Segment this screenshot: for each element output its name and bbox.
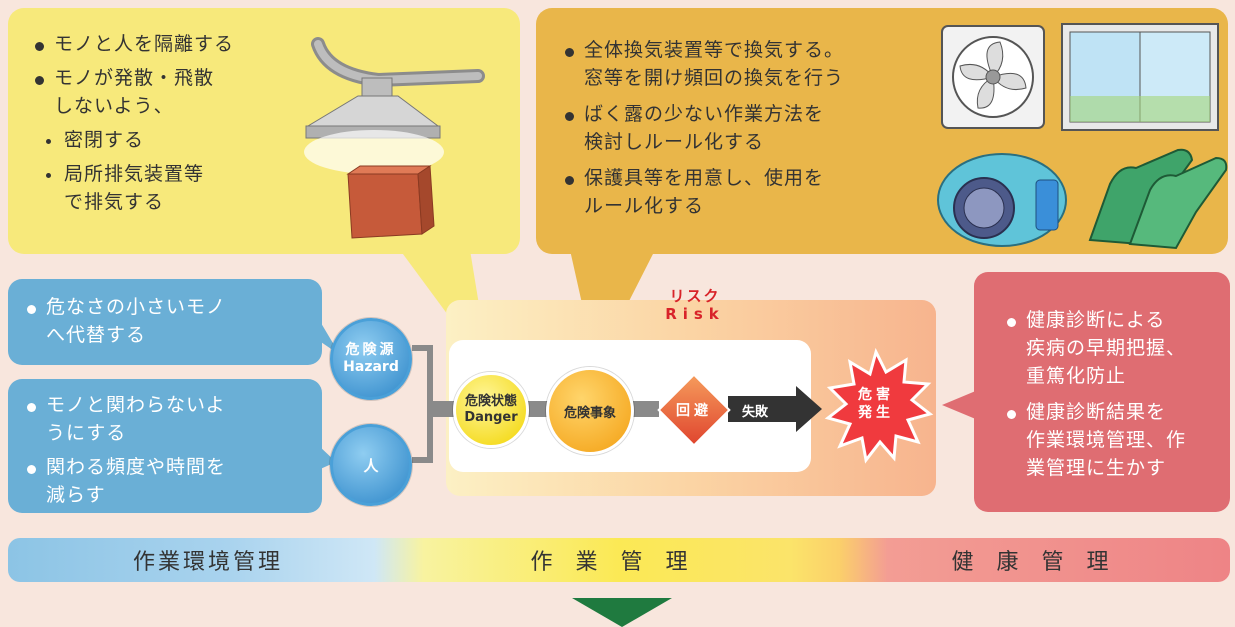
sub-bullet-text: で排気する [64, 191, 165, 213]
list-item: ばく露の少ない作業方法を 検討しルール化する [562, 100, 922, 156]
callout-exposure-reduction-text: モノと関わらないよ うにする 関わる頻度や時間を 減らす [24, 391, 314, 509]
callout-work-management: 全体換気装置等で換気する。 窓等を開け頻回の換気を行う ばく露の少ない作業方法を… [536, 8, 1228, 254]
callout-substitution: 危なさの小さいモノ へ代替する [8, 279, 322, 365]
risk-label-ja: リスク [669, 287, 721, 305]
bullet-text: しないよう、 [54, 95, 174, 117]
node-fail-label: 失敗 [742, 405, 769, 420]
bullet-text: 業管理に生かす [1026, 457, 1167, 479]
callout-health-check-text: 健康診断による 疾病の早期把握、 重篤化防止 健康診断結果を 作業環境管理、作 … [1004, 306, 1220, 482]
list-item: 関わる頻度や時間を 減らす [24, 453, 314, 509]
callout-red-tail [942, 390, 978, 420]
bullet-text: 健康診断による [1026, 309, 1166, 331]
sub-list-item: 密閉する [10, 126, 302, 154]
node-harm-line1: 危害 [858, 387, 894, 403]
list-item: 全体換気装置等で換気する。 窓等を開け頻回の換気を行う [562, 36, 922, 92]
bar-segment-environment: 作業環境管理 [132, 550, 283, 575]
bullet-text: ルール化する [584, 195, 705, 217]
node-danger-ja: 危険状態 [464, 394, 517, 409]
management-bar: 作業環境管理 作 業 管 理 健 康 管 理 [8, 538, 1230, 582]
node-event-label: 危険事象 [563, 405, 616, 421]
risk-label-en: Risk [665, 305, 725, 323]
connector-bar [528, 401, 548, 417]
sub-list-item: 局所排気装置等 で排気する [10, 160, 302, 216]
bullet-text: 保護具等を用意し、使用を [584, 167, 825, 189]
callout-exposure-reduction: モノと関わらないよ うにする 関わる頻度や時間を 減らす [8, 379, 322, 513]
node-avoid-label: 回避 [676, 403, 712, 419]
exhaust-hood-icon [304, 37, 485, 239]
bullet-text: 作業環境管理、作 [1026, 429, 1187, 451]
down-arrow-icon [572, 598, 672, 627]
list-item: 健康診断結果を 作業環境管理、作 業管理に生かす [1004, 398, 1220, 482]
bullet-text: モノと人を隔離する [54, 33, 235, 55]
bullet-text: モノが発散・飛散 [54, 67, 215, 89]
list-item: モノと関わらないよ うにする [24, 391, 314, 447]
bullet-text: モノと関わらないよ [46, 394, 226, 416]
bracket-connector [412, 345, 433, 463]
respirator-mask-icon [937, 153, 1067, 247]
node-person-label: 人 [363, 456, 379, 475]
bullet-text: 関わる頻度や時間を [46, 456, 227, 478]
rubber-gloves-icon [1088, 148, 1228, 250]
list-item: モノと人を隔離する [32, 30, 302, 58]
node-avoid: 回避 [656, 372, 732, 448]
callout-isolation-text: モノと人を隔離する モノが発散・飛散 しないよう、 密閉する 局所排気装置等 で… [32, 30, 302, 216]
callout-isolation: モノと人を隔離する モノが発散・飛散 しないよう、 密閉する 局所排気装置等 で… [8, 8, 520, 254]
connector-bar [633, 401, 659, 417]
bullet-text: 検討しルール化する [584, 131, 765, 153]
bullet-text: 健康診断結果を [1026, 401, 1167, 423]
list-item: 危なさの小さいモノ へ代替する [24, 293, 314, 349]
bullet-text: 重篤化防止 [1026, 365, 1127, 387]
bullet-text: 危なさの小さいモノ [46, 296, 227, 318]
sub-bullet-text: 密閉する [64, 129, 145, 151]
node-hazard-en: Hazard [343, 359, 399, 375]
harm-starburst-icon [824, 347, 934, 464]
bullet-text: 減らす [46, 484, 106, 506]
list-item: モノが発散・飛散 しないよう、 [32, 64, 302, 120]
list-item: 保護具等を用意し、使用を ルール化する [562, 164, 922, 220]
bar-segment-health: 健 康 管 理 [951, 550, 1117, 575]
fail-arrow [728, 386, 822, 432]
ventilation-fan-icon [941, 25, 1045, 129]
bullet-text: 全体換気装置等で換気する。 [584, 39, 845, 61]
node-danger: 危険状態 Danger [453, 372, 529, 448]
list-item: 健康診断による 疾病の早期把握、 重篤化防止 [1004, 306, 1220, 390]
bullet-text: うにする [46, 422, 127, 444]
connector-bar [430, 401, 456, 417]
bar-segment-work: 作 業 管 理 [530, 550, 696, 575]
node-event: 危険事象 [546, 367, 634, 455]
node-harm-label: 危害 発生 [836, 386, 916, 422]
bullet-text: 疾病の早期把握、 [1026, 337, 1187, 359]
window-icon [1061, 23, 1219, 131]
node-hazard-ja: 危険源 [345, 342, 397, 358]
callout-work-management-text: 全体換気装置等で換気する。 窓等を開け頻回の換気を行う ばく露の少ない作業方法を… [562, 36, 922, 220]
node-person: 人 [330, 424, 412, 506]
bullet-text: 窓等を開け頻回の換気を行う [584, 67, 845, 89]
node-hazard: 危険源 Hazard [330, 318, 412, 400]
callout-substitution-text: 危なさの小さいモノ へ代替する [24, 293, 314, 349]
risk-label: リスク Risk [640, 287, 750, 323]
sub-bullet-text: 局所排気装置等 [64, 163, 205, 185]
bullet-text: へ代替する [46, 324, 147, 346]
bullet-text: ばく露の少ない作業方法を [584, 103, 825, 125]
node-harm-line2: 発生 [858, 405, 894, 421]
callout-health-check: 健康診断による 疾病の早期把握、 重篤化防止 健康診断結果を 作業環境管理、作 … [974, 272, 1230, 512]
node-danger-en: Danger [464, 410, 518, 425]
